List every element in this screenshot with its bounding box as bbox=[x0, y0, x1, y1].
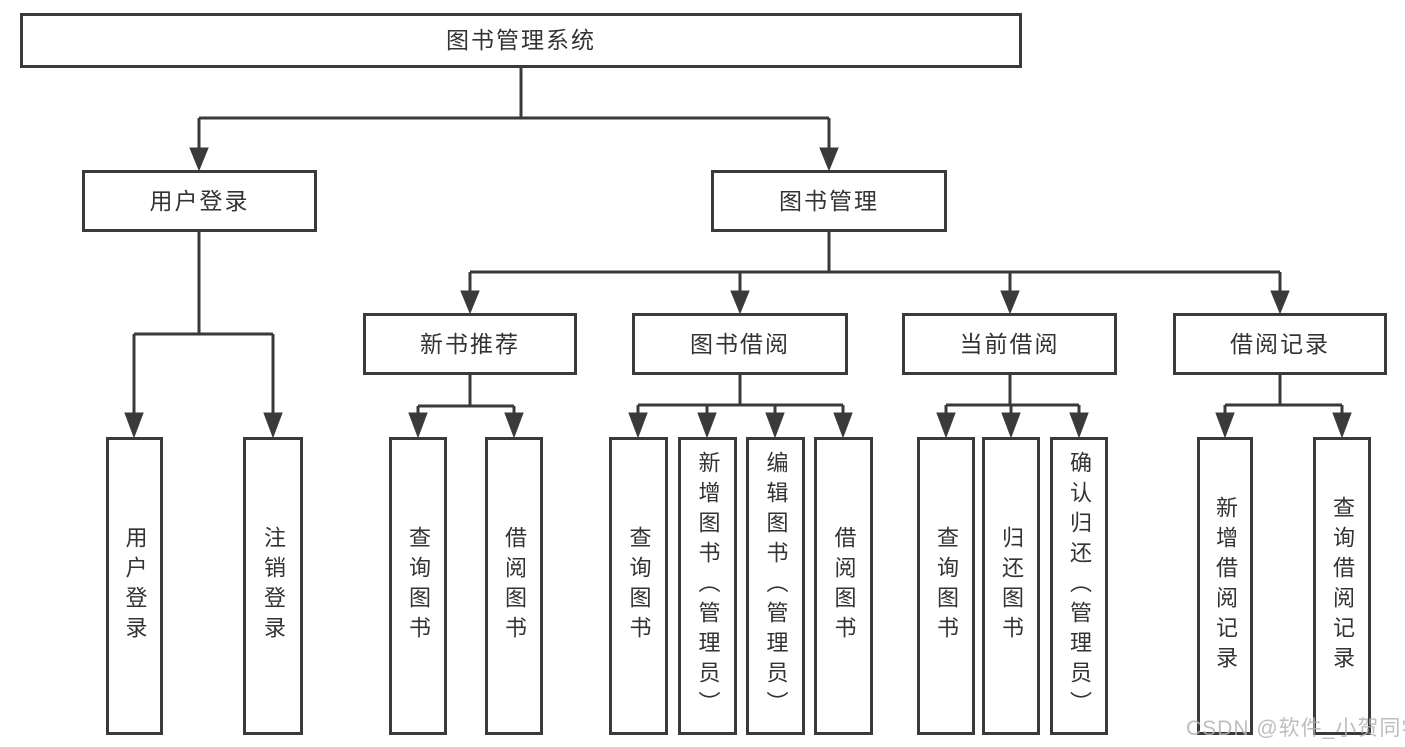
node-current-query-books: 查询图书 bbox=[917, 437, 975, 735]
node-current-borrowing: 当前借阅 bbox=[902, 313, 1117, 375]
node-current-confirm-return-admin: 确认归还（管理员） bbox=[1050, 437, 1108, 735]
node-book-management: 图书管理 bbox=[711, 170, 947, 232]
node-recommend-borrow-books: 借阅图书 bbox=[485, 437, 543, 735]
node-records-query-record: 查询借阅记录 bbox=[1313, 437, 1371, 735]
node-borrowing-add-books-admin: 新增图书（管理员） bbox=[678, 437, 737, 735]
node-new-book-recommendation: 新书推荐 bbox=[363, 313, 577, 375]
node-borrowing-edit-books-admin: 编辑图书（管理员） bbox=[746, 437, 805, 735]
node-logout-action: 注销登录 bbox=[243, 437, 303, 735]
node-current-return-books: 归还图书 bbox=[982, 437, 1040, 735]
node-borrowing-query-books: 查询图书 bbox=[609, 437, 668, 735]
node-library-management-system: 图书管理系统 bbox=[20, 13, 1022, 68]
node-recommend-query-books: 查询图书 bbox=[389, 437, 447, 735]
node-records-add-record: 新增借阅记录 bbox=[1197, 437, 1253, 735]
node-user-login-action: 用户登录 bbox=[106, 437, 163, 735]
csdn-watermark: CSDN @软件_小贺同学 bbox=[1186, 717, 1405, 740]
node-book-borrowing: 图书借阅 bbox=[632, 313, 848, 375]
node-user-login: 用户登录 bbox=[82, 170, 317, 232]
node-borrowing-borrow-books: 借阅图书 bbox=[814, 437, 873, 735]
node-borrowing-records: 借阅记录 bbox=[1173, 313, 1387, 375]
